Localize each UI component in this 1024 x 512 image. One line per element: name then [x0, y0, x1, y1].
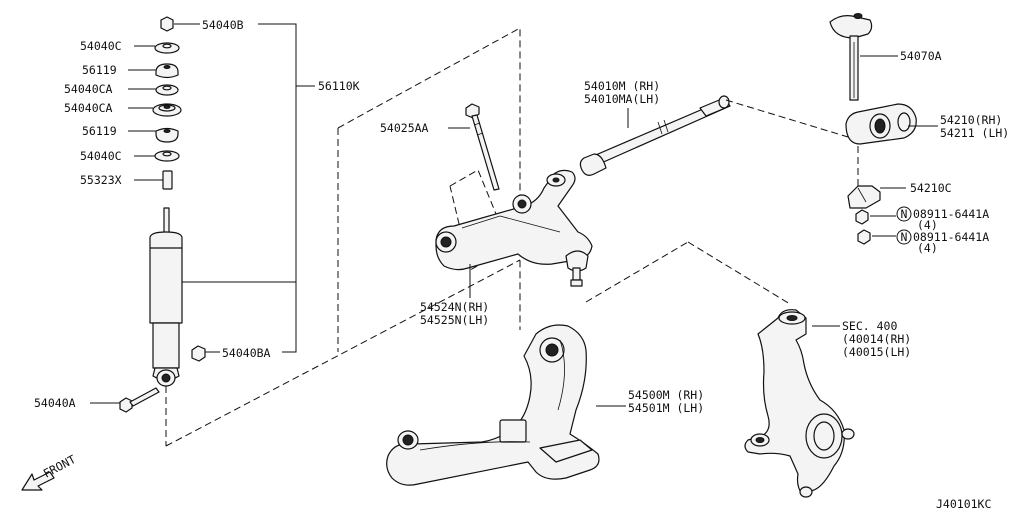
bushing-56119-lower[interactable] — [155, 127, 179, 143]
label-54040ca-1: 54040CA — [64, 82, 113, 96]
n-badge-1 — [896, 206, 912, 222]
bushing-54210[interactable] — [845, 103, 917, 145]
label-54025aa: 54025AA — [380, 121, 429, 135]
leader-lines-left — [90, 23, 315, 404]
label-54040b: 54040B — [202, 18, 244, 32]
nut-08911-2[interactable] — [857, 229, 871, 245]
label-56119-top: 56119 — [82, 63, 117, 77]
washer-54040c-lower[interactable] — [154, 150, 180, 162]
label-54040c-top: 54040C — [80, 39, 122, 53]
label-front: FRONT — [41, 452, 78, 481]
label-54070a: 54070A — [900, 49, 942, 63]
sleeve-55323x[interactable] — [162, 170, 173, 190]
stud-bracket-54070a[interactable] — [829, 13, 873, 101]
label-54210: 54210(RH) — [940, 113, 1002, 127]
nut-08911-1[interactable] — [855, 209, 869, 225]
lower-control-arm-54500m[interactable] — [386, 324, 600, 486]
label-40014: (40014(RH) — [842, 332, 911, 346]
shock-absorber-56110k[interactable] — [149, 207, 183, 387]
dashed-knuckle-top — [687, 241, 791, 305]
bolt-54040a[interactable] — [119, 387, 160, 413]
label-54040ca-2: 54040CA — [64, 101, 113, 115]
label-54525n: 54525N(LH) — [420, 313, 489, 327]
washer-54040ca-2[interactable] — [152, 103, 182, 117]
label-54040a: 54040A — [34, 396, 76, 410]
label-54501m: 54501M (LH) — [628, 401, 704, 415]
leader-lines-center — [448, 108, 629, 298]
n-badge-2-letter: N — [901, 230, 908, 244]
label-sec400: SEC. 400 — [842, 319, 897, 333]
label-54524n: 54524N(RH) — [420, 300, 489, 314]
label-56119-lower: 56119 — [82, 124, 117, 138]
label-55323x: 55323X — [80, 173, 122, 187]
washer-54040ca-1[interactable] — [155, 84, 179, 96]
washer-54040c-top[interactable] — [154, 42, 180, 54]
diagram-id: J40101KC — [936, 497, 991, 511]
bushing-56119-top[interactable] — [155, 63, 179, 79]
clamp-54210c[interactable] — [847, 185, 881, 209]
nut-54040ba[interactable] — [191, 345, 206, 362]
steering-knuckle-sec400[interactable] — [744, 309, 855, 498]
label-54010m: 54010M (RH) — [584, 79, 660, 93]
label-54210c: 54210C — [910, 181, 952, 195]
label-56110k: 56110K — [318, 79, 360, 93]
shock-absorber-assembly — [119, 16, 206, 413]
label-40015: (40015(LH) — [842, 345, 911, 359]
n-badge-2 — [896, 229, 912, 245]
label-54040ba: 54040BA — [222, 346, 271, 360]
label-08911-1: 08911-6441A — [913, 207, 989, 221]
dashed-rod-link — [725, 99, 859, 141]
label-54211: 54211 (LH) — [940, 126, 1009, 140]
label-54010ma: 54010MA(LH) — [584, 92, 660, 106]
nut-54040b[interactable] — [160, 16, 174, 32]
dashed-balljoint — [585, 241, 689, 303]
strut-rod-54010m[interactable] — [579, 95, 731, 176]
label-54500m: 54500M (RH) — [628, 388, 704, 402]
label-08911-2-qty: (4) — [917, 241, 938, 255]
label-08911-1-qty: (4) — [917, 218, 938, 232]
label-08911-2: 08911-6441A — [913, 230, 989, 244]
label-54040c-lower: 54040C — [80, 149, 122, 163]
upper-link-54025aa-bolt[interactable] — [465, 103, 500, 191]
n-badge-1-letter: N — [901, 207, 908, 221]
upper-control-arm-54524n[interactable] — [435, 169, 593, 287]
front-arrow-icon — [21, 471, 55, 491]
